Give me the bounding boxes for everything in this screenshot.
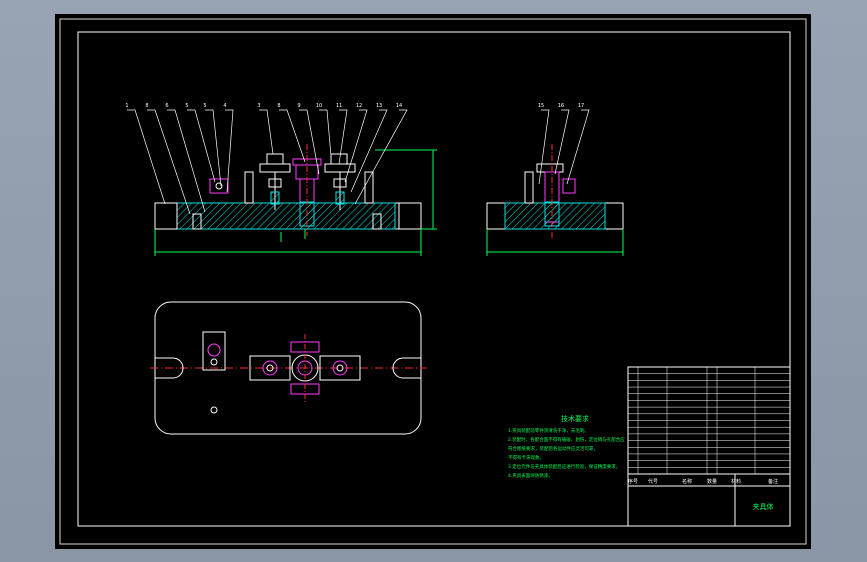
clamp-right [324, 153, 356, 210]
sheet-inner-border [77, 31, 791, 527]
clamp-left-top [249, 355, 291, 381]
end-boss-left [154, 202, 178, 230]
title-block-header: 材料 [731, 478, 741, 485]
tech-req-line: 4.夹具表面涂防锈漆。 [508, 472, 553, 479]
clamp-left [259, 153, 291, 210]
balloon-leaders-front [127, 109, 408, 215]
support-post-left [244, 171, 254, 204]
balloon-label: 15 [538, 103, 544, 109]
balloon-label: 5 [203, 103, 206, 109]
title-block-header: 名称 [682, 478, 692, 485]
balloon-label: 13 [376, 103, 382, 109]
balloon-label: 9 [297, 103, 300, 109]
locating-block-top [202, 331, 226, 371]
title-frame [627, 473, 791, 527]
balloon-label: 4 [223, 103, 226, 109]
title-block-header: 数量 [707, 478, 717, 485]
balloon-label: 17 [578, 103, 584, 109]
technical-requirements: 技术要求 1.夹具装配前零件须清洗干净，去毛刺。 2.装配时，各配合面不得有磕碰、… [508, 414, 625, 479]
front-view [154, 144, 437, 256]
title-block-header: 代号 [648, 478, 658, 485]
tech-req-line: 不得有卡滞现象。 [508, 454, 544, 461]
balloon-label: 1 [125, 103, 128, 109]
side-view [486, 144, 624, 256]
balloon-labels-side: 15 16 17 [538, 103, 584, 109]
balloon-label: 8 [277, 103, 280, 109]
balloon-label: 8 [145, 103, 148, 109]
base-hatch-front [176, 202, 396, 230]
locating-block-left [209, 178, 229, 194]
balloon-label: 3 [257, 103, 260, 109]
balloon-label: 16 [558, 103, 564, 109]
center-cross-top [290, 334, 320, 402]
sheet-outer-border [59, 18, 807, 545]
screw-right [372, 213, 382, 230]
tech-req-line: 3.定位元件与夹具体装配后应进行检验，保证精度要求。 [508, 463, 620, 470]
title-block-header: 序号 [628, 478, 638, 485]
clamp-right-top [319, 355, 361, 381]
engineering-drawing: 1 8 6 5 5 4 3 8 9 10 11 12 13 14 15 16 17 [59, 18, 807, 545]
end-boss-right [398, 202, 422, 230]
balloon-labels-front: 1 8 6 5 5 4 3 8 9 10 11 12 13 14 [125, 103, 402, 109]
locating-pin-left [215, 182, 223, 190]
balloon-label: 10 [316, 103, 322, 109]
tech-req-line: 1.夹具装配前零件须清洗干净，去毛刺。 [508, 427, 589, 434]
top-view [150, 301, 427, 435]
balloon-label: 12 [356, 103, 362, 109]
support-post-right [364, 171, 374, 204]
balloon-label: 11 [336, 103, 342, 109]
slot-left [155, 357, 184, 379]
tech-req-title: 技术要求 [561, 414, 589, 423]
tech-req-line: 符合图纸要求，装配后各运动件应灵活可靠， [508, 445, 598, 452]
title-block: 夹具体 序号 代号 名称 数量 材料 备注 [627, 366, 791, 527]
screw-left-top [210, 406, 218, 414]
side-stud [562, 178, 576, 194]
cad-viewport[interactable]: 1 8 6 5 5 4 3 8 9 10 11 12 13 14 15 16 17 [55, 14, 811, 549]
balloon-label: 6 [165, 103, 168, 109]
balloon-leaders-side [538, 109, 590, 185]
drawing-name: 夹具体 [753, 502, 774, 511]
tech-req-line: 2.装配时，各配合面不得有磕碰、划伤，定位销与孔配合应 [508, 436, 625, 443]
slot-right [392, 357, 421, 379]
screw-left [192, 213, 202, 230]
balloon-label: 5 [185, 103, 188, 109]
title-block-header: 备注 [768, 478, 778, 485]
side-post [524, 171, 534, 204]
balloon-label: 14 [396, 103, 402, 109]
